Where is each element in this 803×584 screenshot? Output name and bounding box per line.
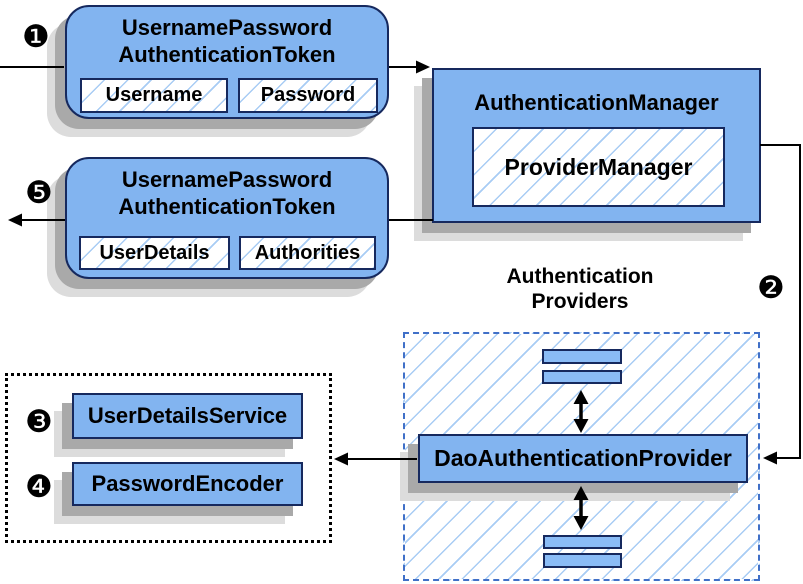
provider-manager-box: ProviderManager	[472, 127, 725, 207]
step-1-badge: ❶	[22, 19, 50, 54]
node-title: UsernamePassword AuthenticationToken	[67, 159, 387, 220]
node-title-line1: UsernamePassword	[121, 167, 333, 192]
node-title: AuthenticationManager	[474, 90, 719, 115]
arrowhead-left-icon	[763, 451, 777, 465]
provider-placeholder-bar	[542, 370, 622, 384]
step-3-badge: ❸	[25, 404, 53, 439]
step-4-badge: ❹	[25, 469, 53, 504]
label-line1: Authentication	[506, 265, 654, 288]
authentication-manager-node: AuthenticationManager ProviderManager	[432, 68, 761, 223]
username-field-box: Username	[80, 78, 228, 113]
node-title-line2: AuthenticationToken	[118, 194, 336, 219]
arrowhead-right-icon	[416, 60, 430, 74]
node-title-line2: AuthenticationToken	[118, 42, 336, 67]
node-title-line1: UsernamePassword	[121, 15, 333, 40]
arrowhead-left-icon	[8, 213, 22, 227]
password-encoder-node: PasswordEncoder	[72, 462, 303, 506]
password-field-box: Password	[238, 78, 378, 113]
user-details-service-node: UserDetailsService	[72, 393, 303, 439]
step-2-badge: ❷	[757, 270, 785, 305]
node-title: UsernamePassword AuthenticationToken	[67, 7, 387, 68]
arrowhead-left-icon	[334, 452, 348, 466]
provider-placeholder-bar	[542, 349, 622, 364]
username-password-token-request-node: UsernamePassword AuthenticationToken Use…	[65, 5, 389, 119]
provider-placeholder-bar	[543, 535, 622, 549]
provider-placeholder-bar	[543, 553, 622, 568]
label-line2: Providers	[531, 290, 629, 313]
step-5-badge: ❺	[25, 175, 53, 210]
authorities-field-box: Authorities	[239, 236, 376, 270]
username-password-token-response-node: UsernamePassword AuthenticationToken Use…	[65, 157, 389, 279]
authentication-providers-label: Authentication Providers	[450, 264, 710, 314]
user-details-field-box: UserDetails	[79, 236, 230, 270]
dao-authentication-provider-node: DaoAuthenticationProvider	[418, 434, 748, 483]
